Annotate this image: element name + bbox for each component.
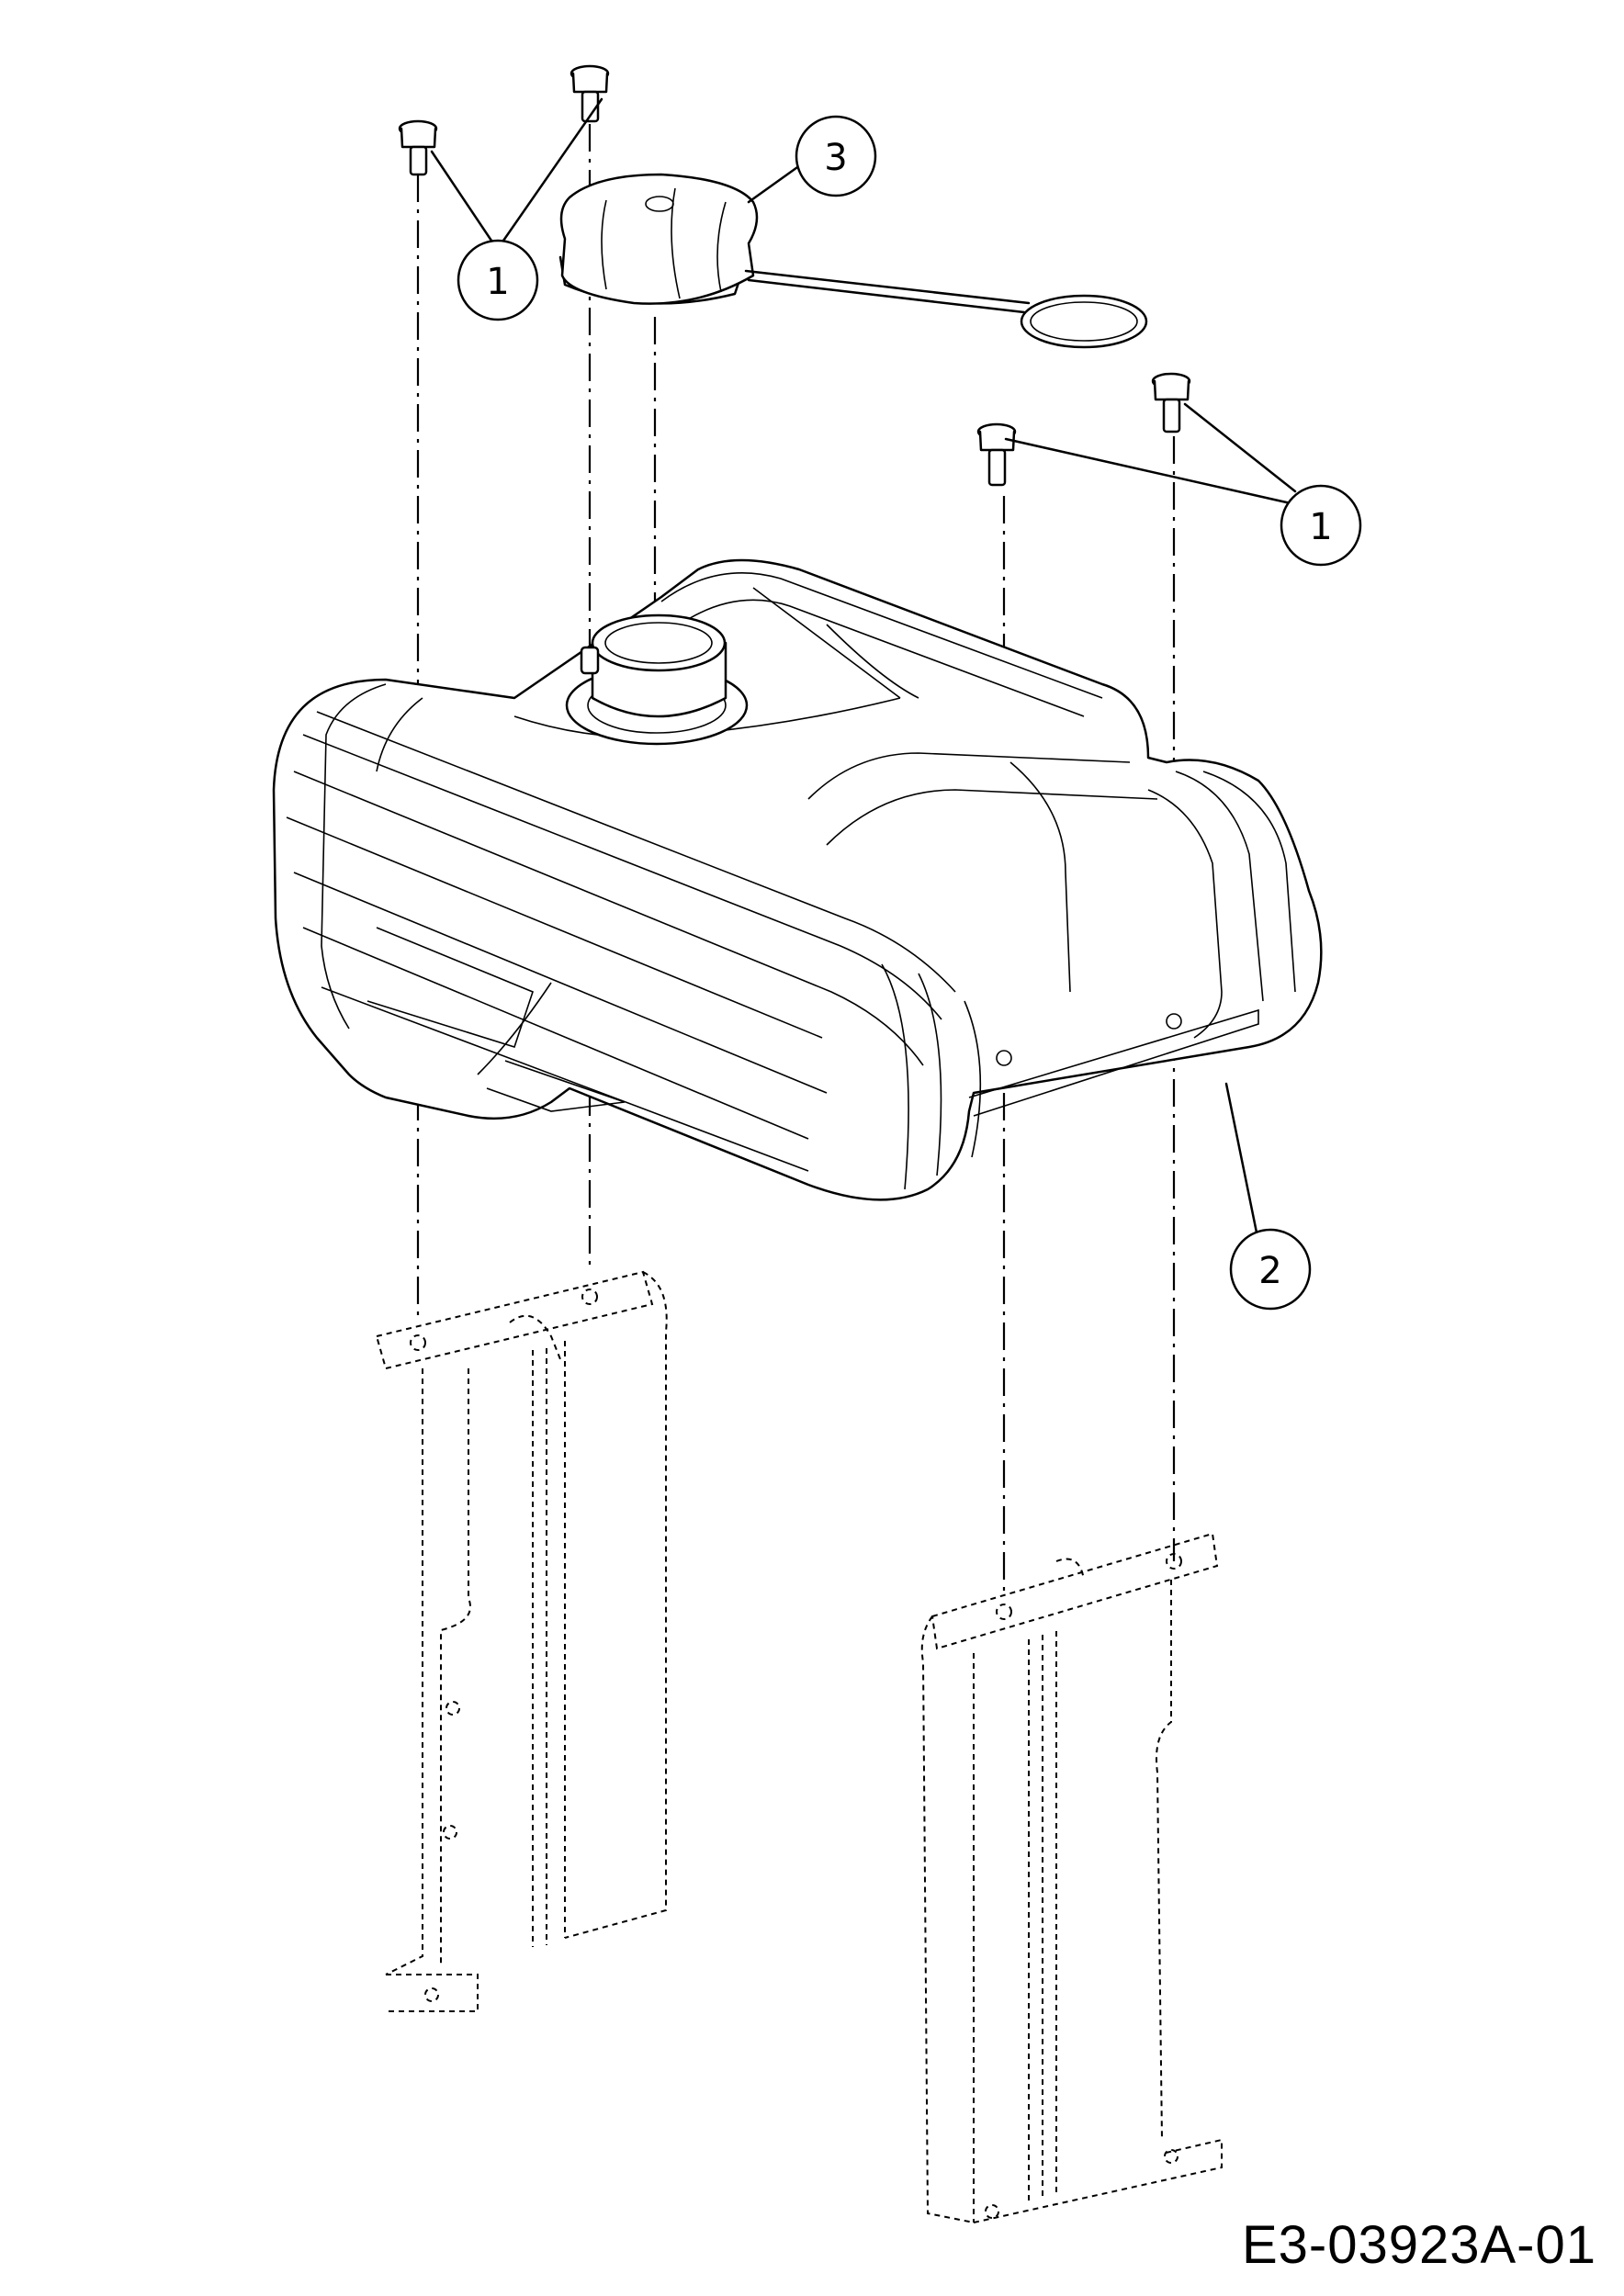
drawing-number: E3-03923A-01 [1241, 2215, 1596, 2275]
callout-3-label: 3 [824, 137, 847, 179]
callout-1-top-label: 1 [486, 261, 509, 303]
screw-top-center [570, 64, 610, 123]
screw-right-top [1151, 372, 1191, 433]
fuel-cap [558, 173, 1148, 349]
fuel-tank [272, 558, 1323, 1201]
callout-2: 2 [1229, 1228, 1312, 1311]
callout-1-right: 1 [1280, 484, 1362, 567]
bracket-left [375, 1270, 668, 2012]
filler-neck [565, 613, 749, 746]
callout-leaders [430, 97, 1297, 1234]
bracket-right [920, 1532, 1223, 2223]
mounting-screws [398, 64, 1191, 487]
screw-top-left [398, 119, 438, 176]
callout-3: 3 [795, 115, 877, 197]
callout-2-label: 2 [1258, 1250, 1281, 1292]
callout-1-right-label: 1 [1309, 506, 1332, 548]
screw-right-lower [976, 422, 1017, 487]
callout-1-top: 1 [457, 239, 539, 321]
